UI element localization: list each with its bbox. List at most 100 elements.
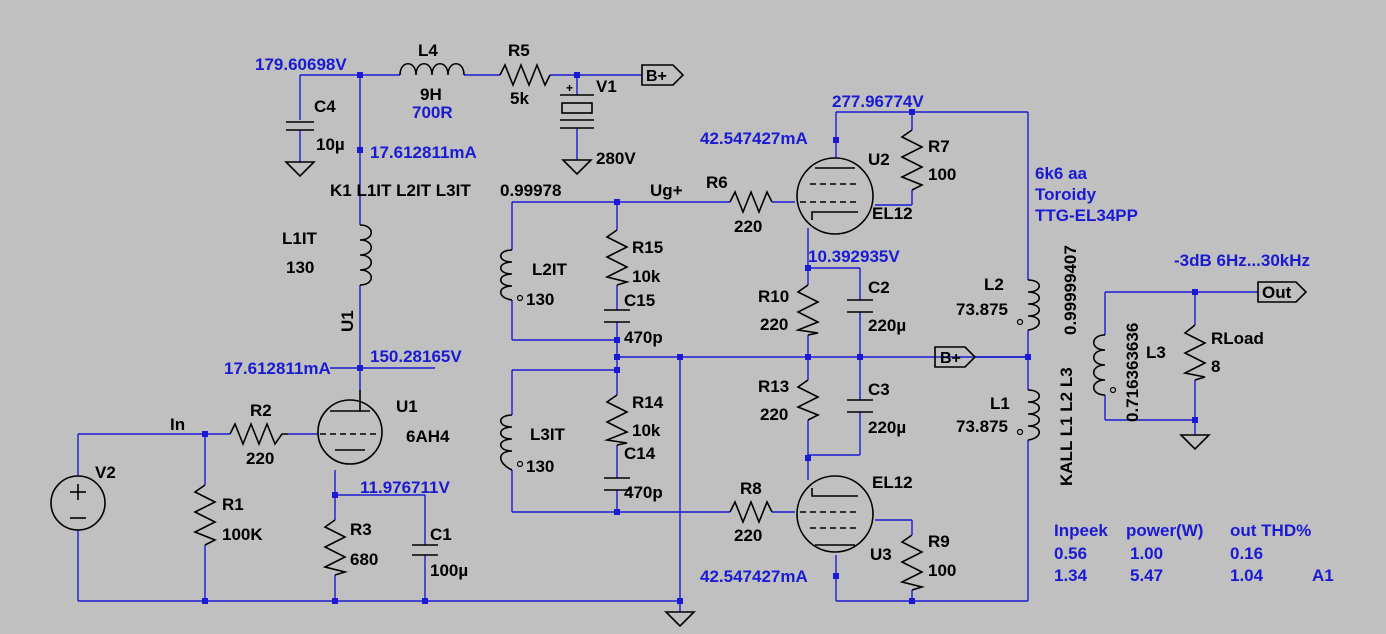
labels: 179.60698V L4 9H 700R R5 5k B+ V1 + 280V… — [95, 41, 1334, 586]
battery-v1[interactable] — [560, 94, 594, 129]
v1-plus: + — [566, 81, 573, 95]
r7-name: R7 — [928, 137, 950, 156]
inductor-l4[interactable] — [399, 62, 465, 76]
results-table: Inpeek power(W) out THD% 0.56 1.00 0.16 … — [1054, 521, 1334, 585]
table-header-inpeek: Inpeek — [1054, 521, 1108, 540]
table-cell: 0.56 — [1054, 544, 1087, 563]
kall-value: 0.99999407 — [1061, 245, 1080, 335]
current-u1: 17.612811mA — [224, 359, 331, 378]
r6-name: R6 — [706, 173, 728, 192]
r2-value: 220 — [246, 449, 274, 468]
r6-value: 220 — [734, 217, 762, 236]
r13-name: R13 — [758, 377, 789, 396]
resistor-rload[interactable] — [1182, 324, 1207, 381]
bplus-mid-flag — [934, 346, 977, 368]
c4-value: 10µ — [316, 135, 345, 154]
c15-name: C15 — [624, 291, 655, 310]
capacitor-c3[interactable] — [847, 399, 873, 413]
wires — [77, 74, 1258, 612]
u2-name: U2 — [868, 150, 890, 169]
r9-value: 100 — [928, 561, 956, 580]
r8-value: 220 — [734, 526, 762, 545]
ground-c4 — [284, 161, 316, 178]
tube-u3[interactable] — [796, 475, 874, 553]
l1-value: 73.875 — [956, 417, 1008, 436]
resistor-r1[interactable] — [193, 484, 217, 546]
tube-u2[interactable] — [796, 157, 874, 235]
ground-main — [664, 611, 696, 628]
l1it-value: 130 — [286, 258, 314, 277]
c3-name: C3 — [868, 380, 890, 399]
resistor-r9[interactable] — [899, 534, 926, 591]
l3it-name: L3IT — [530, 425, 566, 444]
l3-value: 0.716363636 — [1123, 323, 1142, 422]
ground-out — [1179, 434, 1211, 451]
note-line-2: Toroidy — [1035, 185, 1097, 204]
resistor-r6[interactable] — [729, 189, 773, 215]
resistor-r7[interactable] — [900, 129, 924, 191]
r5-value: 5k — [510, 89, 529, 108]
node-voltage-179: 179.60698V — [255, 55, 347, 74]
v2-name: V2 — [95, 463, 116, 482]
c3-value: 220µ — [868, 418, 906, 437]
l4-resistance: 700R — [412, 103, 453, 122]
r15-value: 10k — [632, 267, 661, 286]
r10-name: R10 — [758, 287, 789, 306]
l2-value: 73.875 — [956, 300, 1008, 319]
resistor-r2[interactable] — [229, 421, 288, 447]
table-cell: 1.00 — [1130, 544, 1163, 563]
note-line-1: 6k6 aa — [1035, 164, 1088, 183]
inductor-l1it[interactable] — [359, 224, 373, 286]
bplus-top-label: B+ — [646, 68, 667, 85]
resistor-r13[interactable] — [796, 379, 820, 421]
source-v2[interactable] — [50, 475, 106, 531]
table-header-power: power(W) — [1126, 521, 1203, 540]
resistor-r5[interactable] — [499, 62, 551, 88]
resistor-r3[interactable] — [322, 519, 349, 576]
resistor-r10[interactable] — [794, 284, 820, 336]
components — [50, 62, 1207, 591]
r2-name: R2 — [250, 401, 272, 420]
inductor-l1[interactable] — [1027, 389, 1041, 441]
r14-value: 10k — [632, 421, 661, 440]
r5-name: R5 — [508, 41, 530, 60]
capacitor-c14[interactable] — [604, 477, 630, 491]
in-label: In — [170, 415, 185, 434]
rload-value: 8 — [1211, 357, 1220, 376]
net-flags — [641, 64, 1308, 368]
out-label: Out — [1262, 283, 1292, 302]
tube-u1[interactable] — [317, 390, 383, 465]
u1-net-label: U1 — [338, 310, 357, 332]
node-voltage-150: 150.28165V — [370, 347, 462, 366]
resistor-r14[interactable] — [603, 394, 629, 446]
inductor-l3it[interactable] — [499, 414, 513, 471]
u2-type: EL12 — [872, 204, 913, 223]
capacitor-c2[interactable] — [847, 299, 873, 313]
current-top: 17.612811mA — [370, 143, 477, 162]
r9-name: R9 — [928, 532, 950, 551]
inductor-l2it[interactable] — [499, 249, 513, 301]
ground-symbols — [284, 159, 1211, 628]
capacitor-c15[interactable] — [604, 309, 630, 323]
kall-directive: KALL L1 L2 L3 — [1057, 367, 1076, 486]
node-voltage-10: 10.392935V — [808, 247, 900, 266]
resistor-r15[interactable] — [604, 229, 631, 286]
c14-value: 470p — [624, 483, 663, 502]
capacitor-c4[interactable] — [286, 121, 314, 131]
l2it-value: 130 — [526, 290, 554, 309]
l4-name: L4 — [418, 41, 438, 60]
junction-dots — [202, 72, 1198, 604]
resistor-r8[interactable] — [729, 499, 773, 525]
bplus-mid-label: B+ — [940, 350, 961, 367]
inductor-l2[interactable] — [1027, 279, 1041, 331]
table-cell: 0.16 — [1230, 544, 1263, 563]
ground-v1 — [561, 159, 593, 176]
capacitor-c1[interactable] — [412, 544, 438, 556]
v1-name: V1 — [596, 77, 617, 96]
inductor-l3[interactable] — [1092, 334, 1106, 396]
current-u3: 42.547427mA — [700, 567, 808, 586]
table-cell: 1.34 — [1054, 566, 1088, 585]
r1-value: 100K — [222, 525, 263, 544]
r10-value: 220 — [760, 315, 788, 334]
l4-inductance: 9H — [420, 85, 442, 104]
